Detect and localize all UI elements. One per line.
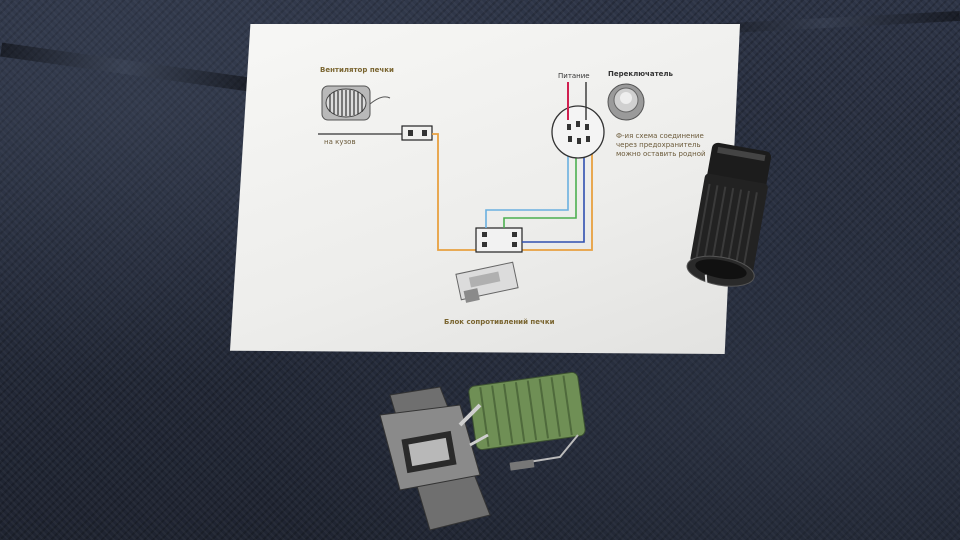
switch-knob-icon xyxy=(607,83,645,121)
label-switch: Переключатель xyxy=(608,70,673,78)
label-switch-note-3: можно оставить родной xyxy=(616,150,706,158)
schematic-drawing xyxy=(318,82,645,303)
label-switch-note-1: Ф-ия схема соединение xyxy=(616,132,704,140)
schematic-paper: Вентилятор печки на кузов Питание Перекл… xyxy=(230,24,740,354)
label-switch-note-2: через предохранитель xyxy=(616,141,701,149)
label-to-ground: на кузов xyxy=(324,138,356,146)
resistor-block-object xyxy=(379,371,586,531)
resistor-block-icon xyxy=(455,261,519,303)
label-resistor-block: Блок сопротивлений печки xyxy=(444,318,555,326)
label-power: Питание xyxy=(558,72,590,80)
label-heater-fan: Вентилятор печки xyxy=(320,66,394,74)
rotary-switch-object xyxy=(686,142,772,287)
fan-icon xyxy=(321,85,391,121)
